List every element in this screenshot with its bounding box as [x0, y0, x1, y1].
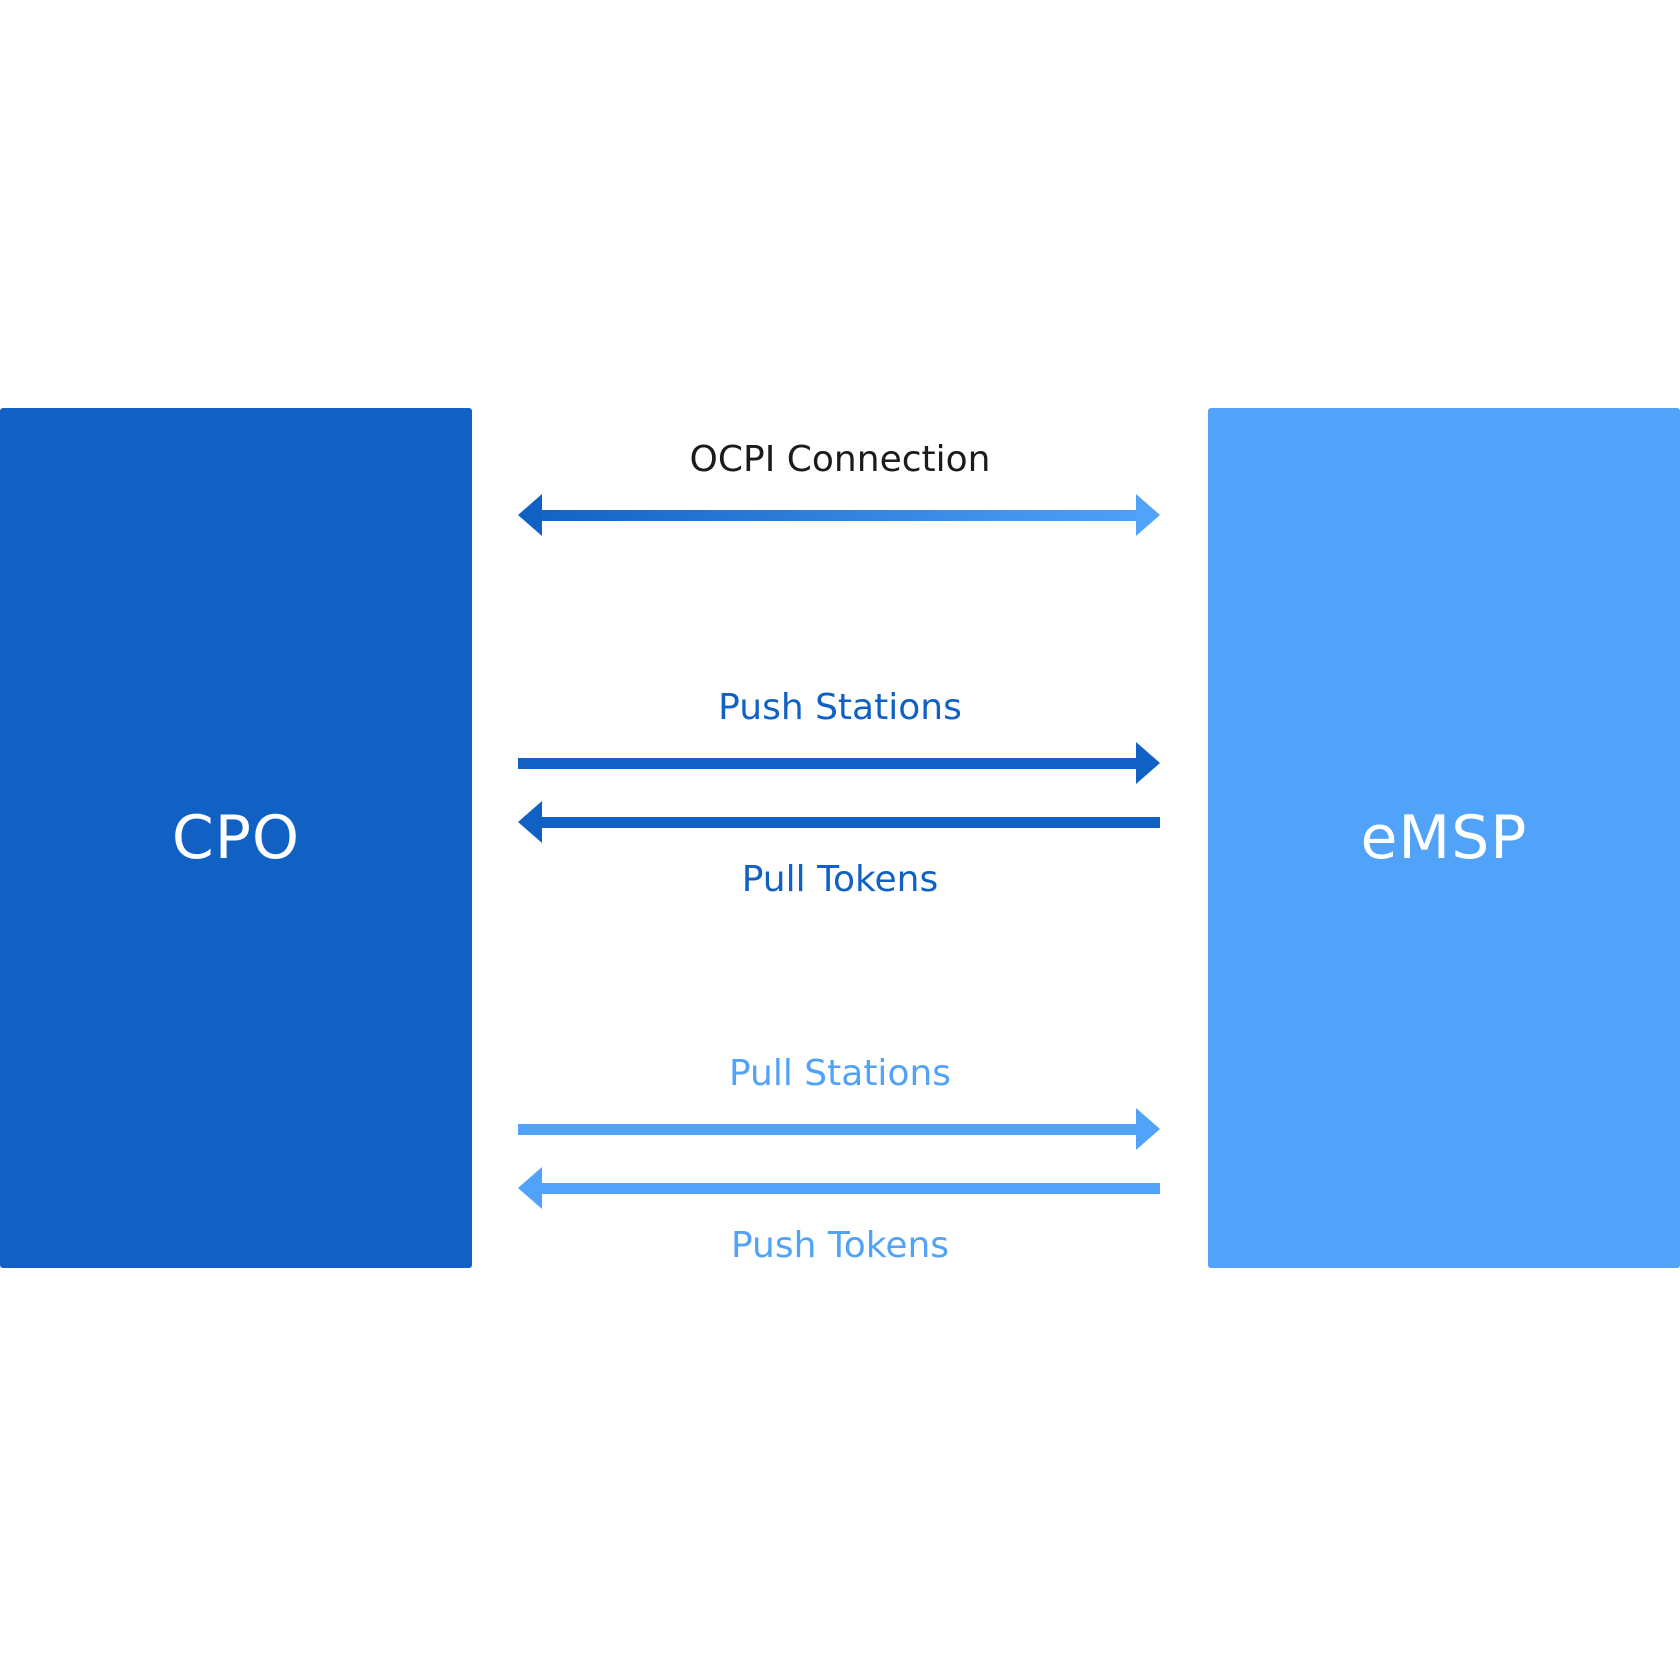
- pull-stations-arrow: [518, 1108, 1160, 1150]
- push-stations-label: Push Stations: [718, 687, 962, 728]
- ocpi-connection-arrow: [518, 494, 1160, 536]
- push-tokens-label: Push Tokens: [730, 1225, 950, 1266]
- pull-tokens-arrow: [518, 801, 1160, 843]
- push-tokens-arrow: [518, 1167, 1160, 1209]
- cpo-box: CPO: [0, 408, 472, 1268]
- ocpi-connection-label: OCPI Connection: [689, 439, 991, 480]
- emsp-box: eMSP: [1208, 408, 1680, 1268]
- cpo-label: CPO: [171, 803, 301, 873]
- emsp-label: eMSP: [1360, 803, 1528, 873]
- pull-stations-label: Pull Stations: [728, 1053, 952, 1094]
- pull-tokens-label: Pull Tokens: [741, 859, 939, 900]
- push-stations-arrow: [518, 742, 1160, 784]
